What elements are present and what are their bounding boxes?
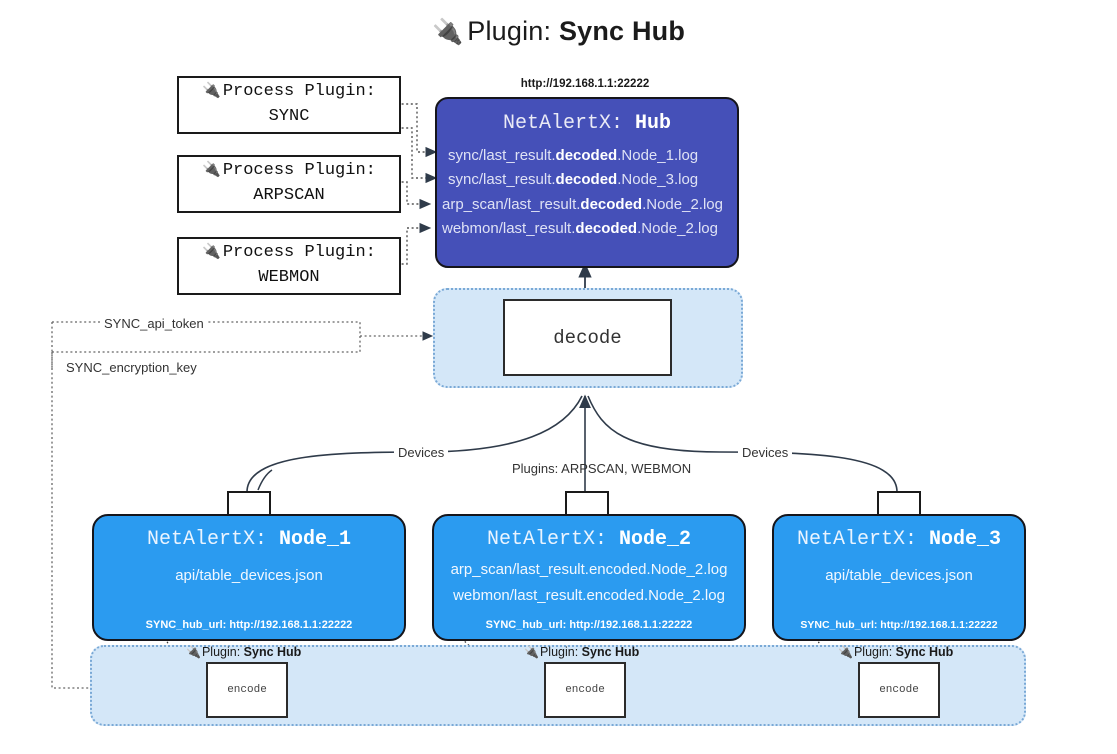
page-title: 🔌Plugin: Sync Hub <box>0 16 1117 47</box>
process-plugin-name: WEBMON <box>258 268 320 287</box>
node-hub-url: SYNC_hub_url: http://192.168.1.1:22222 <box>485 619 693 631</box>
edge-label-plugins-center: Plugins: ARPSCAN, WEBMON <box>512 461 692 476</box>
process-plugin-webmon[interactable]: 🔌Process Plugin: WEBMON <box>177 237 401 295</box>
encoder-label: 🔌Plugin: Sync Hub <box>524 645 640 659</box>
plug-icon: 🔌 <box>202 160 221 179</box>
process-plugin-sync[interactable]: 🔌Process Plugin: SYNC <box>177 76 401 134</box>
edge-label-devices-right: Devices <box>738 445 793 460</box>
node-log-line: arp_scan/last_result.encoded.Node_2.log <box>450 561 728 578</box>
node-title: NetAlertX: Node_1 <box>146 528 352 551</box>
process-plugin-arpscan[interactable]: 🔌Process Plugin: ARPSCAN <box>177 155 401 213</box>
hub-node[interactable]: NetAlertX: Hub sync/last_result.decoded.… <box>435 97 739 268</box>
page-title-name: Sync Hub <box>558 16 686 46</box>
plug-icon: 🔌 <box>202 81 221 100</box>
secret-label-encryption-key: SYNC_encryption_key <box>62 360 201 375</box>
encode-box[interactable]: encode <box>206 662 288 718</box>
hub-log-line: webmon/last_result.decoded.Node_2.log <box>442 219 718 237</box>
hub-log-line: sync/last_result.decoded.Node_3.log <box>448 171 699 189</box>
process-plugin-name: ARPSCAN <box>253 186 325 205</box>
hub-log-line: sync/last_result.decoded.Node_1.log <box>448 147 699 164</box>
plug-icon: 🔌 <box>524 645 539 659</box>
decode-box[interactable]: decode <box>503 299 672 376</box>
process-plugin-label: Process Plugin: <box>222 161 376 181</box>
node-hub-url: SYNC_hub_url: http://192.168.1.1:22222 <box>800 619 998 631</box>
node-3[interactable]: NetAlertX: Node_3 api/table_devices.json… <box>772 514 1026 641</box>
plug-icon: 🔌 <box>202 242 221 261</box>
node-hub-url: SYNC_hub_url: http://192.168.1.1:22222 <box>145 619 353 631</box>
plug-icon: 🔌 <box>186 645 201 659</box>
node-title: NetAlertX: Node_2 <box>486 528 692 551</box>
plug-icon: 🔌 <box>431 18 464 46</box>
node-1[interactable]: NetAlertX: Node_1 api/table_devices.json… <box>92 514 406 641</box>
encode-box[interactable]: encode <box>544 662 626 718</box>
hub-log-list: sync/last_result.decoded.Node_1.log sync… <box>437 144 737 241</box>
encoder-label: 🔌Plugin: Sync Hub <box>838 645 954 659</box>
hub-log-line: arp_scan/last_result.decoded.Node_2.log <box>442 195 723 213</box>
secret-label-api-token: SYNC_api_token <box>100 316 208 331</box>
node-body: api/table_devices.json <box>94 563 404 589</box>
plug-icon: 🔌 <box>838 645 853 659</box>
process-plugin-label: Process Plugin: <box>222 243 376 263</box>
hub-title: NetAlertX: Hub <box>502 112 672 135</box>
encode-box[interactable]: encode <box>858 662 940 718</box>
node-2[interactable]: NetAlertX: Node_2 arp_scan/last_result.e… <box>432 514 746 641</box>
process-plugin-label: Process Plugin: <box>222 82 376 102</box>
node-log-line: api/table_devices.json <box>175 567 323 584</box>
page-title-prefix: Plugin: <box>467 16 552 46</box>
node-title: NetAlertX: Node_3 <box>796 528 1002 551</box>
hub-url-caption: http://192.168.1.1:22222 <box>520 78 650 90</box>
encoder-label: 🔌Plugin: Sync Hub <box>186 645 302 659</box>
node-log-line: api/table_devices.json <box>825 567 973 584</box>
node-log-line: webmon/last_result.encoded.Node_2.log <box>453 587 725 605</box>
process-plugin-name: SYNC <box>268 107 310 126</box>
edge-label-devices-left: Devices <box>394 445 449 460</box>
node-body: arp_scan/last_result.encoded.Node_2.log … <box>434 557 744 610</box>
node-body: api/table_devices.json <box>774 563 1024 589</box>
